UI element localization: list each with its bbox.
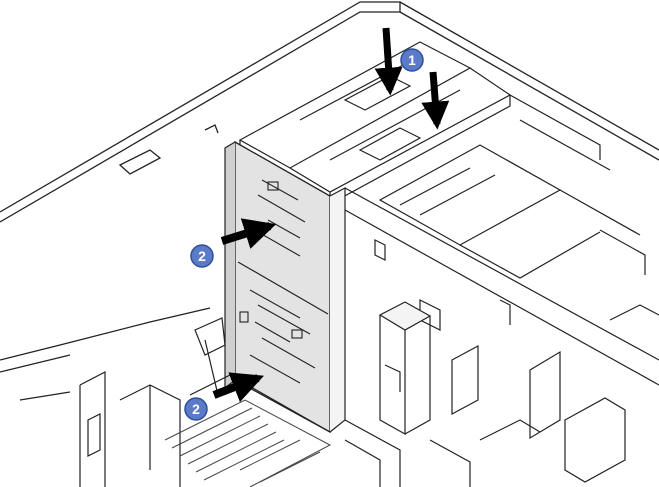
press-arrow-right bbox=[421, 71, 450, 130]
chassis-outline bbox=[0, 1, 659, 401]
heatsink-fins bbox=[164, 399, 332, 487]
backplane-area bbox=[344, 187, 659, 487]
callout-label-1: 1 bbox=[408, 52, 416, 68]
callout-badge-1: 1 bbox=[400, 48, 424, 72]
slide-arrow-lower bbox=[212, 372, 264, 403]
slide-arrow-upper bbox=[220, 218, 277, 249]
drive-cage bbox=[224, 140, 346, 434]
callout-label-2-lower: 2 bbox=[192, 401, 200, 417]
callout-badge-2-lower: 2 bbox=[184, 397, 208, 421]
callout-label-2-upper: 2 bbox=[198, 248, 206, 264]
callout-badge-2-upper: 2 bbox=[190, 244, 214, 268]
press-arrow-left bbox=[374, 27, 403, 96]
